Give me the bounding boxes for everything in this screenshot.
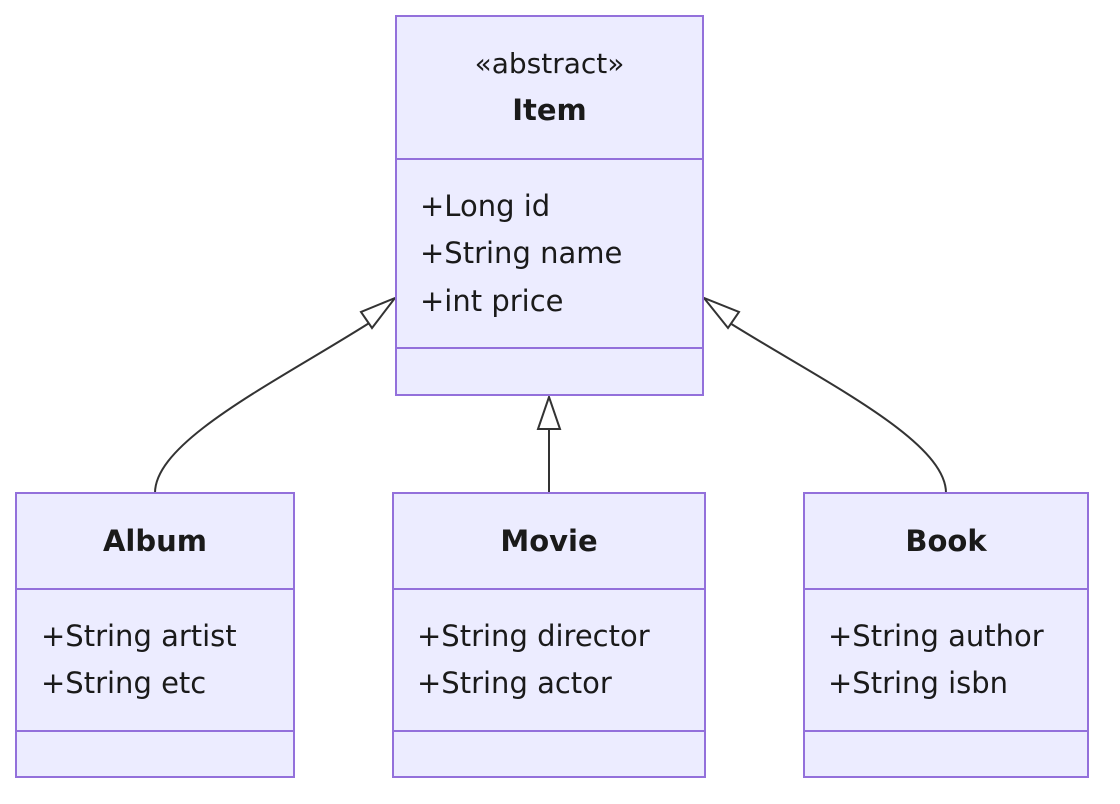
class-item: «abstract» Item +Long id +String name +i… [395, 15, 704, 396]
book-methods-divider [805, 730, 1087, 732]
book-attribute-author: +String author [828, 619, 1044, 653]
album-to-item-edge [154, 319, 375, 494]
movie-class-name: Movie [500, 524, 598, 558]
item-attribute-id: +Long id [420, 189, 551, 223]
item-stereotype: «abstract» [474, 47, 625, 80]
book-inheritance-arrowhead [700, 295, 741, 330]
item-methods-divider [397, 347, 702, 349]
item-attribute-name: +String name [420, 236, 623, 270]
book-name-divider [805, 588, 1087, 590]
class-movie: Movie +String director +String actor [392, 492, 706, 778]
book-to-item-edge [724, 319, 947, 494]
movie-name-divider [394, 588, 704, 590]
item-name-divider [397, 158, 702, 160]
item-class-name: Item [512, 93, 587, 127]
book-class-name: Book [905, 524, 987, 558]
movie-methods-divider [394, 730, 704, 732]
album-attribute-etc: +String etc [41, 666, 207, 700]
class-book: Book +String author +String isbn [803, 492, 1089, 778]
class-album: Album +String artist +String etc [15, 492, 295, 778]
album-name-divider [17, 588, 293, 590]
book-attribute-isbn: +String isbn [828, 666, 1009, 700]
movie-attribute-director: +String director [417, 619, 650, 653]
movie-attribute-actor: +String actor [417, 666, 612, 700]
movie-inheritance-arrowhead [536, 393, 562, 430]
album-class-name: Album [102, 524, 207, 558]
album-inheritance-arrowhead [359, 295, 399, 330]
item-attribute-price: +int price [420, 284, 564, 318]
album-methods-divider [17, 730, 293, 732]
album-attribute-artist: +String artist [41, 619, 237, 653]
